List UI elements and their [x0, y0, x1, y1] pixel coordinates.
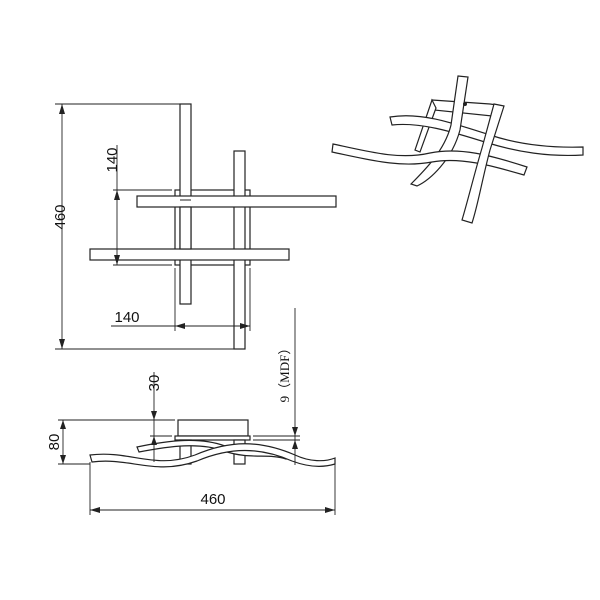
canopy	[177, 419, 249, 437]
dimension-label-140-horizontal: 140	[114, 309, 139, 326]
perspective-view	[331, 75, 584, 224]
dimension-label-460-horizontal: 460	[200, 491, 225, 508]
dimension-label-140-vertical: 140	[104, 147, 121, 172]
top-view	[89, 103, 337, 350]
horizontal-bar-upper	[136, 195, 337, 208]
dimension-9-mdf: 9（MDF）	[253, 308, 300, 465]
dimension-140-vertical: 140	[104, 145, 172, 266]
horizontal-bar-lower	[89, 248, 290, 261]
dimension-label-30: 30	[146, 375, 163, 392]
dimension-140-horizontal: 140	[111, 268, 251, 331]
dimension-460-horizontal: 460	[89, 462, 336, 515]
mdf-plate	[174, 435, 251, 441]
vertical-bar-left-overlap	[179, 206, 192, 250]
side-view	[89, 419, 336, 468]
dimension-label-460: 460	[52, 204, 69, 229]
dimension-label-9-mdf: 9（MDF）	[277, 342, 292, 403]
dimension-460-vertical: 460	[52, 103, 234, 350]
dimension-label-80: 80	[46, 434, 63, 451]
dimension-80: 80	[46, 419, 175, 465]
